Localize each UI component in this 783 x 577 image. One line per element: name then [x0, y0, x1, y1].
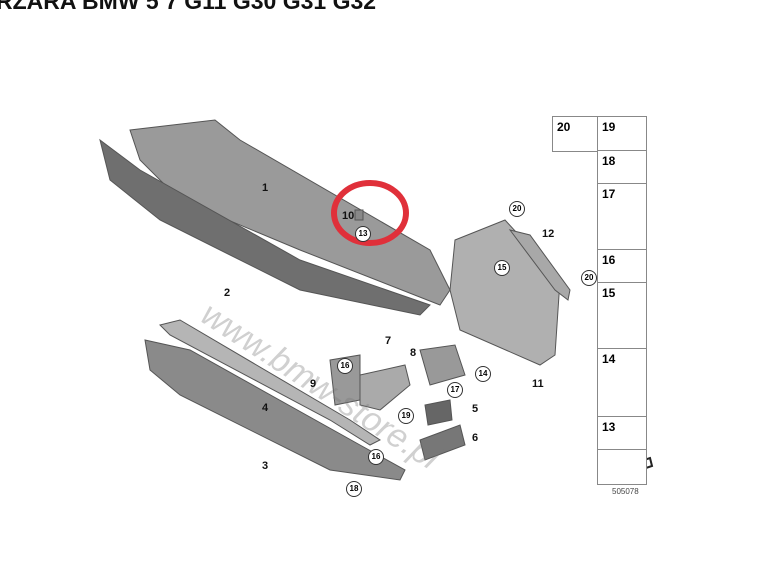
circled-callout-19: 19: [398, 408, 414, 424]
part-4-strip: [159, 319, 381, 446]
panel-cell-14: 14: [597, 348, 647, 418]
callout-8: 8: [410, 347, 417, 359]
circled-callout-15: 15: [494, 260, 510, 276]
highlight-circle: [331, 180, 409, 246]
callout-6: 6: [472, 432, 479, 444]
panel-cell-17: 17: [597, 183, 647, 251]
callout-3: 3: [262, 460, 269, 472]
callout-5: 5: [472, 403, 479, 415]
callout-9: 9: [310, 378, 317, 390]
circled-callout-20: 20: [581, 270, 597, 286]
part-12: [508, 229, 571, 301]
callout-2: 2: [224, 287, 231, 299]
page-title: RZARA BMW 5 7 G11 G30 G31 G32: [0, 0, 377, 14]
circled-callout-20: 20: [509, 201, 525, 217]
part-3-lower-panel: [144, 339, 406, 481]
callout-4: 4: [262, 402, 269, 414]
diagram-code: 505078: [612, 487, 639, 496]
callout-10: 10: [342, 210, 355, 222]
circled-callout-14: 14: [475, 366, 491, 382]
callout-7: 7: [385, 335, 392, 347]
part-2-absorber: [99, 138, 431, 316]
panel-cell-15: 15: [597, 282, 647, 350]
circled-callout-16: 16: [337, 358, 353, 374]
part-8-bracket: [419, 344, 466, 386]
callout-11: 11: [532, 378, 544, 390]
circled-callout-18: 18: [346, 481, 362, 497]
circled-callout-17: 17: [447, 382, 463, 398]
callout-1: 1: [262, 182, 269, 194]
panel-cell-20: 20: [552, 116, 599, 152]
circled-callout-13: 13: [355, 226, 371, 242]
circled-callout-16: 16: [368, 449, 384, 465]
panel-cell-18: 18: [597, 150, 647, 185]
callout-12: 12: [542, 228, 555, 240]
panel-cell-19: 19: [597, 116, 647, 152]
panel-cell-13: 13: [597, 416, 647, 451]
part-11-bracket: [449, 219, 561, 366]
part-1-bumper-carrier: [129, 119, 451, 306]
part-6: [419, 424, 466, 461]
panel-cell-16: 16: [597, 249, 647, 284]
part-5: [424, 399, 453, 426]
panel-cell-arrow: [597, 449, 647, 485]
